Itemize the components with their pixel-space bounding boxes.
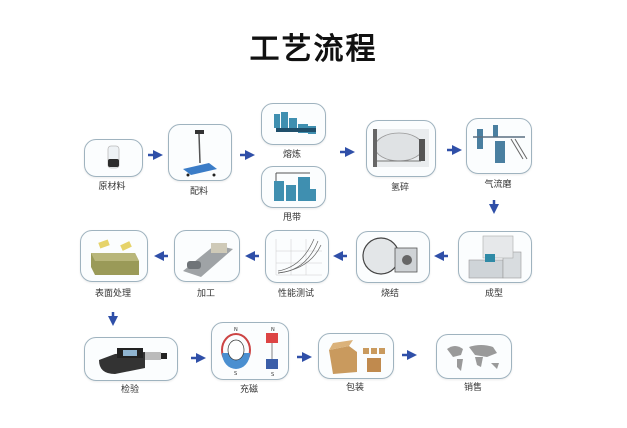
- step-label: 配料: [189, 187, 208, 197]
- step-label: 性能测试: [277, 289, 314, 299]
- step-label: 甩带: [282, 213, 301, 223]
- coated-magnets-icon: [80, 230, 148, 282]
- strip-caster-icon: [261, 166, 326, 208]
- svg-text:S: S: [234, 371, 237, 377]
- micrometer-icon: [84, 337, 178, 381]
- world-map-icon: [436, 334, 512, 379]
- step-label: 表面处理: [94, 289, 131, 299]
- step-label: 包装: [345, 383, 364, 393]
- demagnetization-curve-icon: [265, 230, 329, 283]
- hydrogen-furnace-icon: [366, 120, 436, 177]
- step-label: 成型: [484, 289, 503, 299]
- step-label: 熔炼: [282, 150, 301, 160]
- step-label: 气流磨: [484, 180, 512, 190]
- vacuum-furnace-icon: [356, 231, 430, 283]
- step-label: 销售: [463, 383, 482, 393]
- step-label: 检验: [120, 385, 139, 395]
- page-title: 工艺流程: [249, 32, 378, 67]
- jet-mill-icon: [466, 118, 532, 174]
- scale-icon: [168, 124, 232, 181]
- bottle-icon: [84, 139, 143, 177]
- machining-tool-icon: [174, 230, 240, 282]
- press-machine-icon: [458, 231, 532, 283]
- step-label: 加工: [196, 289, 215, 299]
- svg-text:S: S: [271, 372, 274, 378]
- step-label: 氢碎: [390, 183, 409, 193]
- step-label: 充磁: [239, 385, 258, 395]
- step-label: 烧结: [380, 289, 399, 299]
- step-label: 原材料: [98, 182, 126, 192]
- svg-text:N: N: [271, 327, 275, 333]
- magnet-poles-icon: N S N S: [211, 322, 289, 380]
- svg-text:N: N: [234, 327, 238, 333]
- furnace-machine-icon: [261, 103, 326, 145]
- cardboard-box-icon: [318, 333, 394, 379]
